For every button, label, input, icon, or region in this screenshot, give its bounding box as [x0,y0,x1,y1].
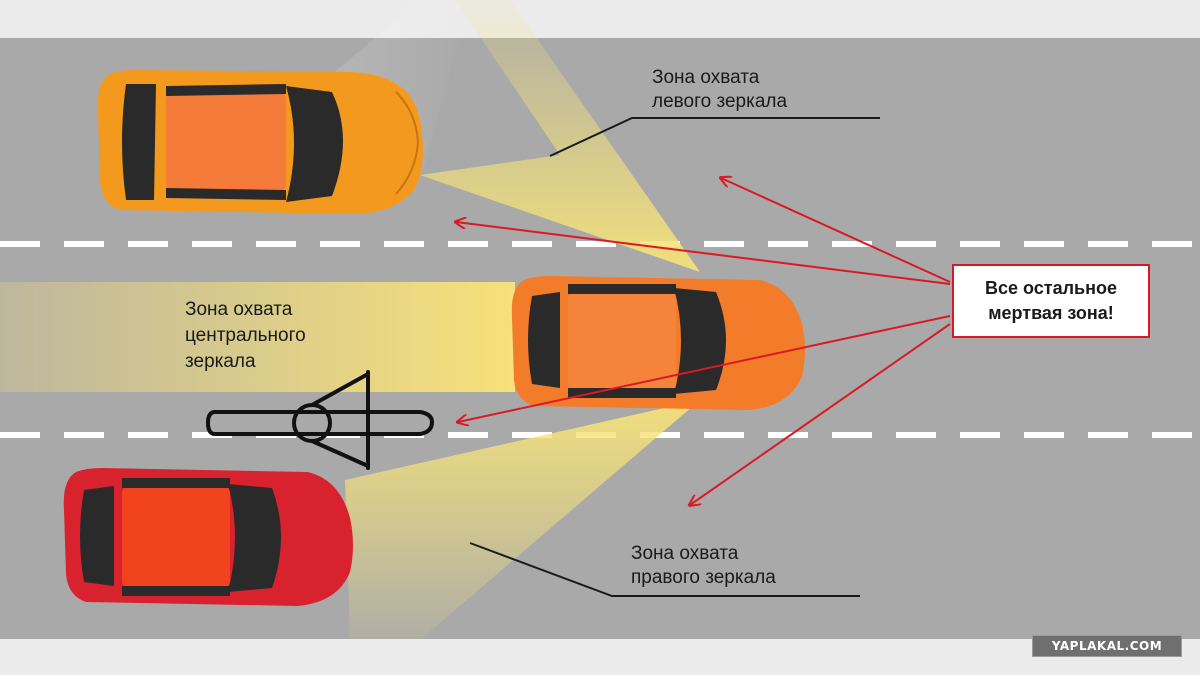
center-mirror-zone [0,282,515,392]
hand-drawn-figure [205,370,435,470]
center-car [511,276,805,410]
top-left-car [97,70,423,214]
right-mirror-zone-label: Зона охвата правого зеркала [631,543,776,588]
right-mirror-zone [345,400,700,640]
left-mirror-zone-label: Зона охвата левого зеркала [652,67,788,112]
blind-zone-arrows [456,178,951,505]
center-mirror-zone-label: Зона охвата центрального зеркала [185,299,306,372]
left-zone-pointer [549,117,880,157]
watermark: YAPLAKAL.COM [1032,635,1182,657]
left-mirror-zone [420,0,700,272]
right-zone-pointer [469,542,860,597]
blind-zone-note: Все остальное мертвая зона! [952,264,1150,338]
bottom-left-car [63,468,353,606]
